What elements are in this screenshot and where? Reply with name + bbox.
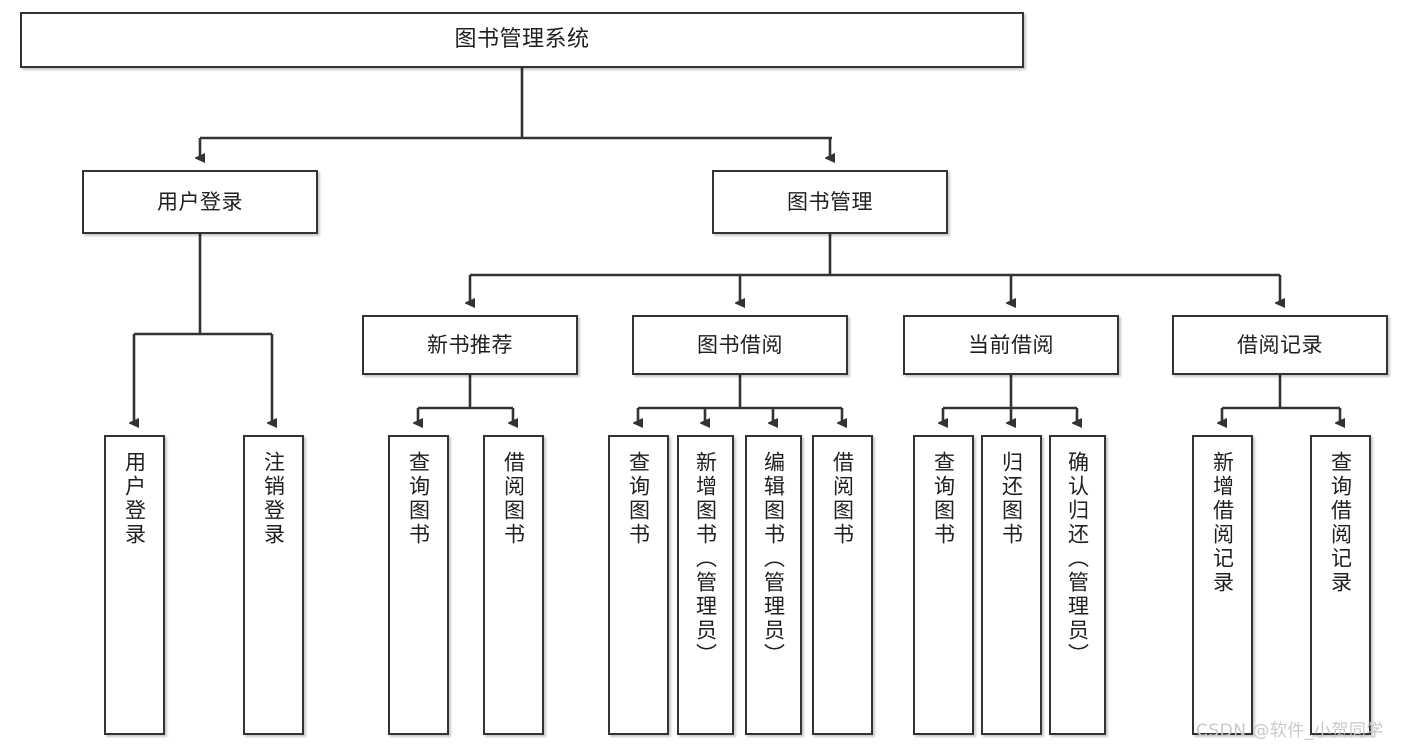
node-label: 注销登录 xyxy=(261,451,286,547)
leaf-node[interactable]: 新增图书（管理员） xyxy=(677,435,734,735)
node-level2-book-borrow[interactable]: 图书借阅 xyxy=(632,315,848,375)
csdn-watermark: CSDN @软件_小贺同学 xyxy=(1196,721,1384,741)
node-label: 查询图书 xyxy=(931,451,956,547)
node-level2-current-borrow[interactable]: 当前借阅 xyxy=(903,315,1119,375)
node-label: 借阅记录 xyxy=(1237,332,1323,357)
leaf-node[interactable]: 借阅图书 xyxy=(483,435,544,735)
leaf-node[interactable]: 用户登录 xyxy=(104,435,165,735)
node-level2-new-book-recommend[interactable]: 新书推荐 xyxy=(362,315,578,375)
node-level1-book-management[interactable]: 图书管理 xyxy=(712,170,948,234)
leaf-node[interactable]: 编辑图书（管理员） xyxy=(745,435,802,735)
node-level2-borrow-record[interactable]: 借阅记录 xyxy=(1172,315,1388,375)
leaf-node[interactable]: 确认归还（管理员） xyxy=(1049,435,1106,735)
node-label: 图书管理系统 xyxy=(454,27,590,53)
node-label: 新增图书（管理员） xyxy=(693,451,718,667)
leaf-node[interactable]: 查询图书 xyxy=(608,435,669,735)
node-label: 新增借阅记录 xyxy=(1210,451,1235,595)
node-label: 图书借阅 xyxy=(697,332,783,357)
leaf-node[interactable]: 查询图书 xyxy=(388,435,449,735)
leaf-node[interactable]: 新增借阅记录 xyxy=(1192,435,1253,735)
node-label: 图书管理 xyxy=(787,189,873,214)
leaf-node[interactable]: 查询借阅记录 xyxy=(1310,435,1371,735)
node-label: 确认归还（管理员） xyxy=(1065,451,1090,667)
leaf-node[interactable]: 注销登录 xyxy=(243,435,304,735)
node-label: 归还图书 xyxy=(999,451,1024,547)
node-label: 查询图书 xyxy=(626,451,651,547)
leaf-node[interactable]: 借阅图书 xyxy=(812,435,873,735)
node-label: 当前借阅 xyxy=(968,332,1054,357)
node-label: 新书推荐 xyxy=(427,332,513,357)
node-label: 用户登录 xyxy=(122,451,147,547)
node-label: 查询图书 xyxy=(406,451,431,547)
node-label: 用户登录 xyxy=(157,189,243,214)
leaf-node[interactable]: 归还图书 xyxy=(981,435,1042,735)
node-label: 查询借阅记录 xyxy=(1328,451,1353,595)
node-label: 借阅图书 xyxy=(501,451,526,547)
node-level1-user-login[interactable]: 用户登录 xyxy=(82,170,318,234)
leaf-node[interactable]: 查询图书 xyxy=(913,435,974,735)
node-root[interactable]: 图书管理系统 xyxy=(20,12,1024,68)
node-label: 编辑图书（管理员） xyxy=(761,451,786,667)
node-label: 借阅图书 xyxy=(830,451,855,547)
